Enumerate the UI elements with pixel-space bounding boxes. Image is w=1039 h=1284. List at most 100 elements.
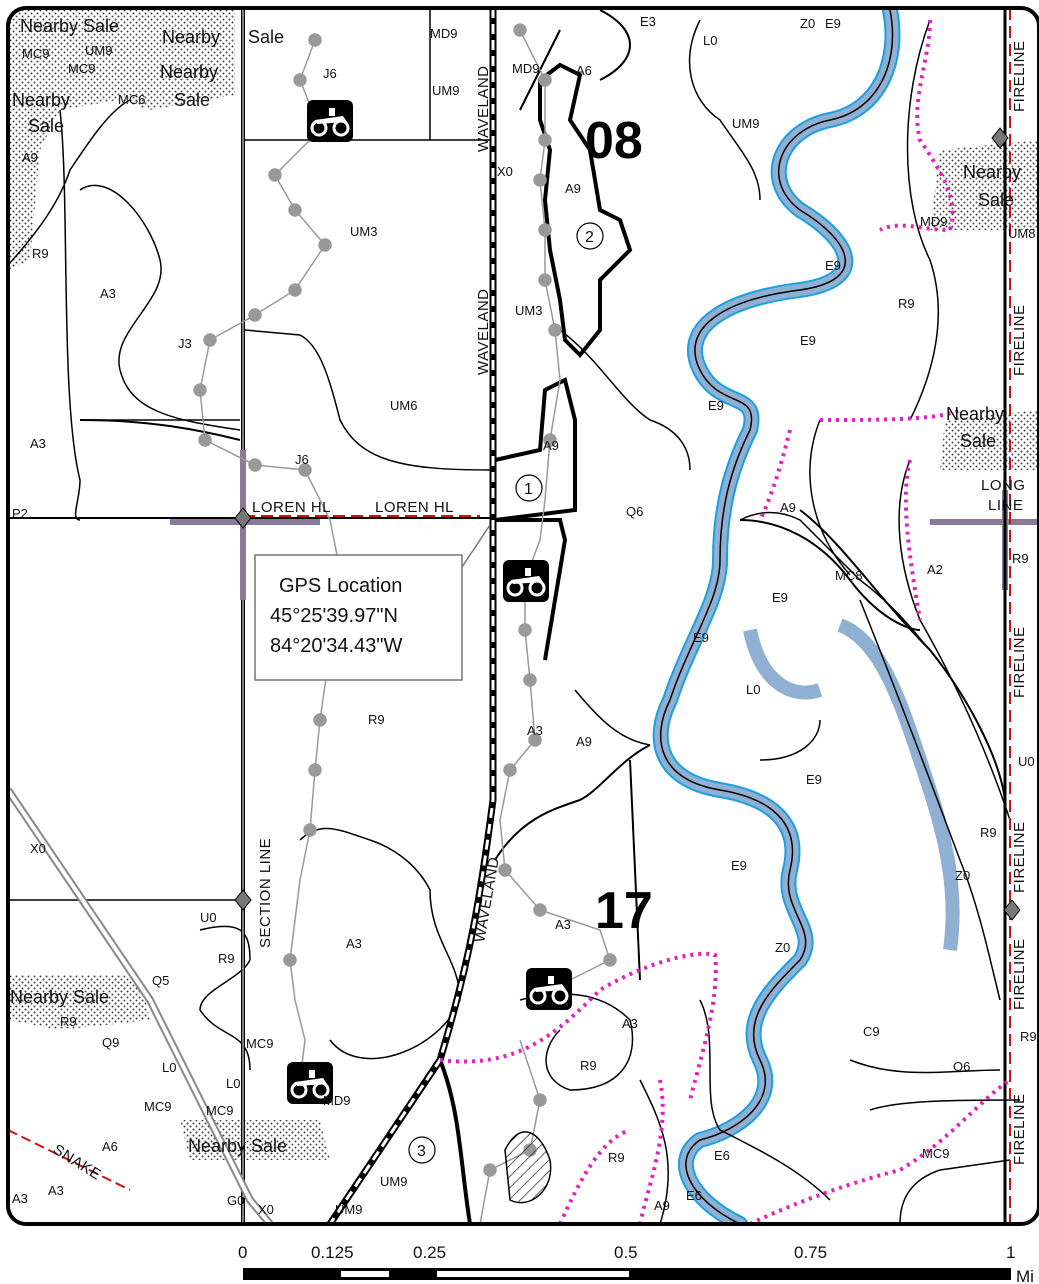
secondary-roads <box>79 9 1006 981</box>
svg-text:Z0: Z0 <box>775 940 790 955</box>
nearby-sale-label: Sale <box>174 90 210 110</box>
road-label-fireline: FIRELINE <box>1011 821 1028 893</box>
gps-latitude: 45°25'39.97"N <box>270 605 398 627</box>
svg-text:R9: R9 <box>368 712 385 727</box>
corner-marker-icon <box>234 889 252 911</box>
nearby-sale-label: Sale <box>248 27 284 47</box>
svg-text:J3: J3 <box>178 336 192 351</box>
svg-text:Q6: Q6 <box>626 504 643 519</box>
nearby-sale-area-w <box>8 150 40 270</box>
waveland-road <box>327 8 497 1224</box>
road-label-loren: LOREN HL <box>252 499 331 516</box>
svg-text:MC9: MC9 <box>68 61 95 76</box>
svg-text:UM8: UM8 <box>1008 226 1035 241</box>
road-label-snake: SNAKE <box>50 1141 104 1184</box>
nearby-sale-label: Nearby <box>963 162 1021 182</box>
nearby-sale-label: Nearby Sale <box>20 16 119 36</box>
corner-marker-icon <box>1003 899 1021 921</box>
svg-text:UM9: UM9 <box>85 43 112 58</box>
compartment-label: 17 <box>595 882 653 940</box>
svg-text:UM9: UM9 <box>732 116 759 131</box>
svg-text:0.125: 0.125 <box>311 1243 354 1262</box>
pond-water <box>743 628 823 700</box>
oxbow-water <box>837 618 960 951</box>
svg-text:2: 2 <box>585 229 594 246</box>
svg-text:UM9: UM9 <box>335 1202 362 1217</box>
svg-text:UM3: UM3 <box>350 224 377 239</box>
svg-text:A9: A9 <box>576 734 592 749</box>
svg-text:0.5: 0.5 <box>614 1243 638 1262</box>
nearby-sale-area-east <box>930 140 1039 230</box>
svg-text:A9: A9 <box>565 181 581 196</box>
svg-text:E9: E9 <box>825 16 841 31</box>
corner-marker-icon <box>991 127 1009 149</box>
svg-text:MD9: MD9 <box>323 1093 350 1108</box>
svg-text:R9: R9 <box>980 825 997 840</box>
stand-code-labels: MC9 UM9 MC9 MC6 A9 R9 A3 A3 J3 J6 J6 UM3… <box>12 14 1037 1217</box>
svg-text:MC9: MC9 <box>144 1099 171 1114</box>
svg-text:E9: E9 <box>800 333 816 348</box>
svg-text:3: 3 <box>417 1143 426 1160</box>
svg-text:A3: A3 <box>527 723 543 738</box>
nearby-sale-label: Nearby Sale <box>188 1136 287 1156</box>
svg-text:MD9: MD9 <box>920 214 947 229</box>
gps-callout: GPS Location 45°25'39.97"N 84°20'34.43"W <box>254 554 463 681</box>
svg-text:L0: L0 <box>162 1060 176 1075</box>
svg-text:A3: A3 <box>12 1191 28 1206</box>
svg-text:U0: U0 <box>200 910 217 925</box>
nearby-sale-label: Nearby <box>162 27 220 47</box>
svg-text:A3: A3 <box>30 436 46 451</box>
svg-text:X0: X0 <box>30 841 46 856</box>
nearby-sale-label: Nearby <box>12 90 70 110</box>
svg-text:0: 0 <box>238 1243 247 1262</box>
road-label-waveland: WAVELAND <box>475 65 492 152</box>
svg-text:R9: R9 <box>608 1150 625 1165</box>
gps-title: GPS Location <box>279 575 402 597</box>
svg-text:MC9: MC9 <box>206 1103 233 1118</box>
svg-text:0.75: 0.75 <box>794 1243 827 1262</box>
svg-text:O6: O6 <box>953 1059 970 1074</box>
road-label-waveland: WAVELAND <box>475 288 492 375</box>
atv-icon <box>526 968 572 1010</box>
atv-icon <box>287 1062 333 1104</box>
svg-text:E9: E9 <box>825 258 841 273</box>
svg-text:MC9: MC9 <box>22 46 49 61</box>
svg-text:R9: R9 <box>218 951 235 966</box>
svg-text:C9: C9 <box>863 1024 880 1039</box>
svg-text:E9: E9 <box>708 398 724 413</box>
nearby-sale-area-sw <box>8 975 150 1030</box>
svg-text:E9: E9 <box>806 772 822 787</box>
svg-text:UM9: UM9 <box>380 1174 407 1189</box>
svg-text:E3: E3 <box>640 14 656 29</box>
svg-text:R9: R9 <box>1020 1029 1037 1044</box>
nearby-sale-label: Nearby <box>946 404 1004 424</box>
road-label-fireline: FIRELINE <box>1011 626 1028 698</box>
road-label-long-line: LONG <box>981 477 1026 494</box>
sale-boundaries <box>439 19 1012 1224</box>
nearby-sale-label: Nearby Sale <box>10 987 109 1007</box>
scale-bar: 0 0.125 0.25 0.5 0.75 1 Mi <box>238 1243 1034 1284</box>
road-label-section-line: SECTION LINE <box>257 838 274 948</box>
svg-text:L0: L0 <box>746 682 760 697</box>
svg-text:U0: U0 <box>1018 754 1035 769</box>
svg-text:R9: R9 <box>898 296 915 311</box>
svg-text:A6: A6 <box>576 63 592 78</box>
road-label-fireline: FIRELINE <box>1011 40 1028 112</box>
svg-text:Q5: Q5 <box>152 973 169 988</box>
nearby-sale-label: Sale <box>28 116 64 136</box>
svg-text:J6: J6 <box>323 66 337 81</box>
svg-text:UM9: UM9 <box>432 83 459 98</box>
svg-text:A3: A3 <box>48 1183 64 1198</box>
svg-text:G0: G0 <box>227 1193 244 1208</box>
stand-number-marker: 3 <box>408 1136 436 1164</box>
nearby-sale-area-nw <box>8 8 235 160</box>
svg-text:R9: R9 <box>32 246 49 261</box>
road-label-fireline: FIRELINE <box>1011 1093 1028 1165</box>
svg-text:0.25: 0.25 <box>413 1243 446 1262</box>
stand-boundaries <box>8 8 1021 1224</box>
stand-number-marker: 1 <box>515 474 543 502</box>
corner-marker-icon <box>234 507 252 529</box>
svg-text:R9: R9 <box>580 1058 597 1073</box>
svg-text:MC9: MC9 <box>922 1146 949 1161</box>
road-label-long-line: LINE <box>988 497 1023 514</box>
